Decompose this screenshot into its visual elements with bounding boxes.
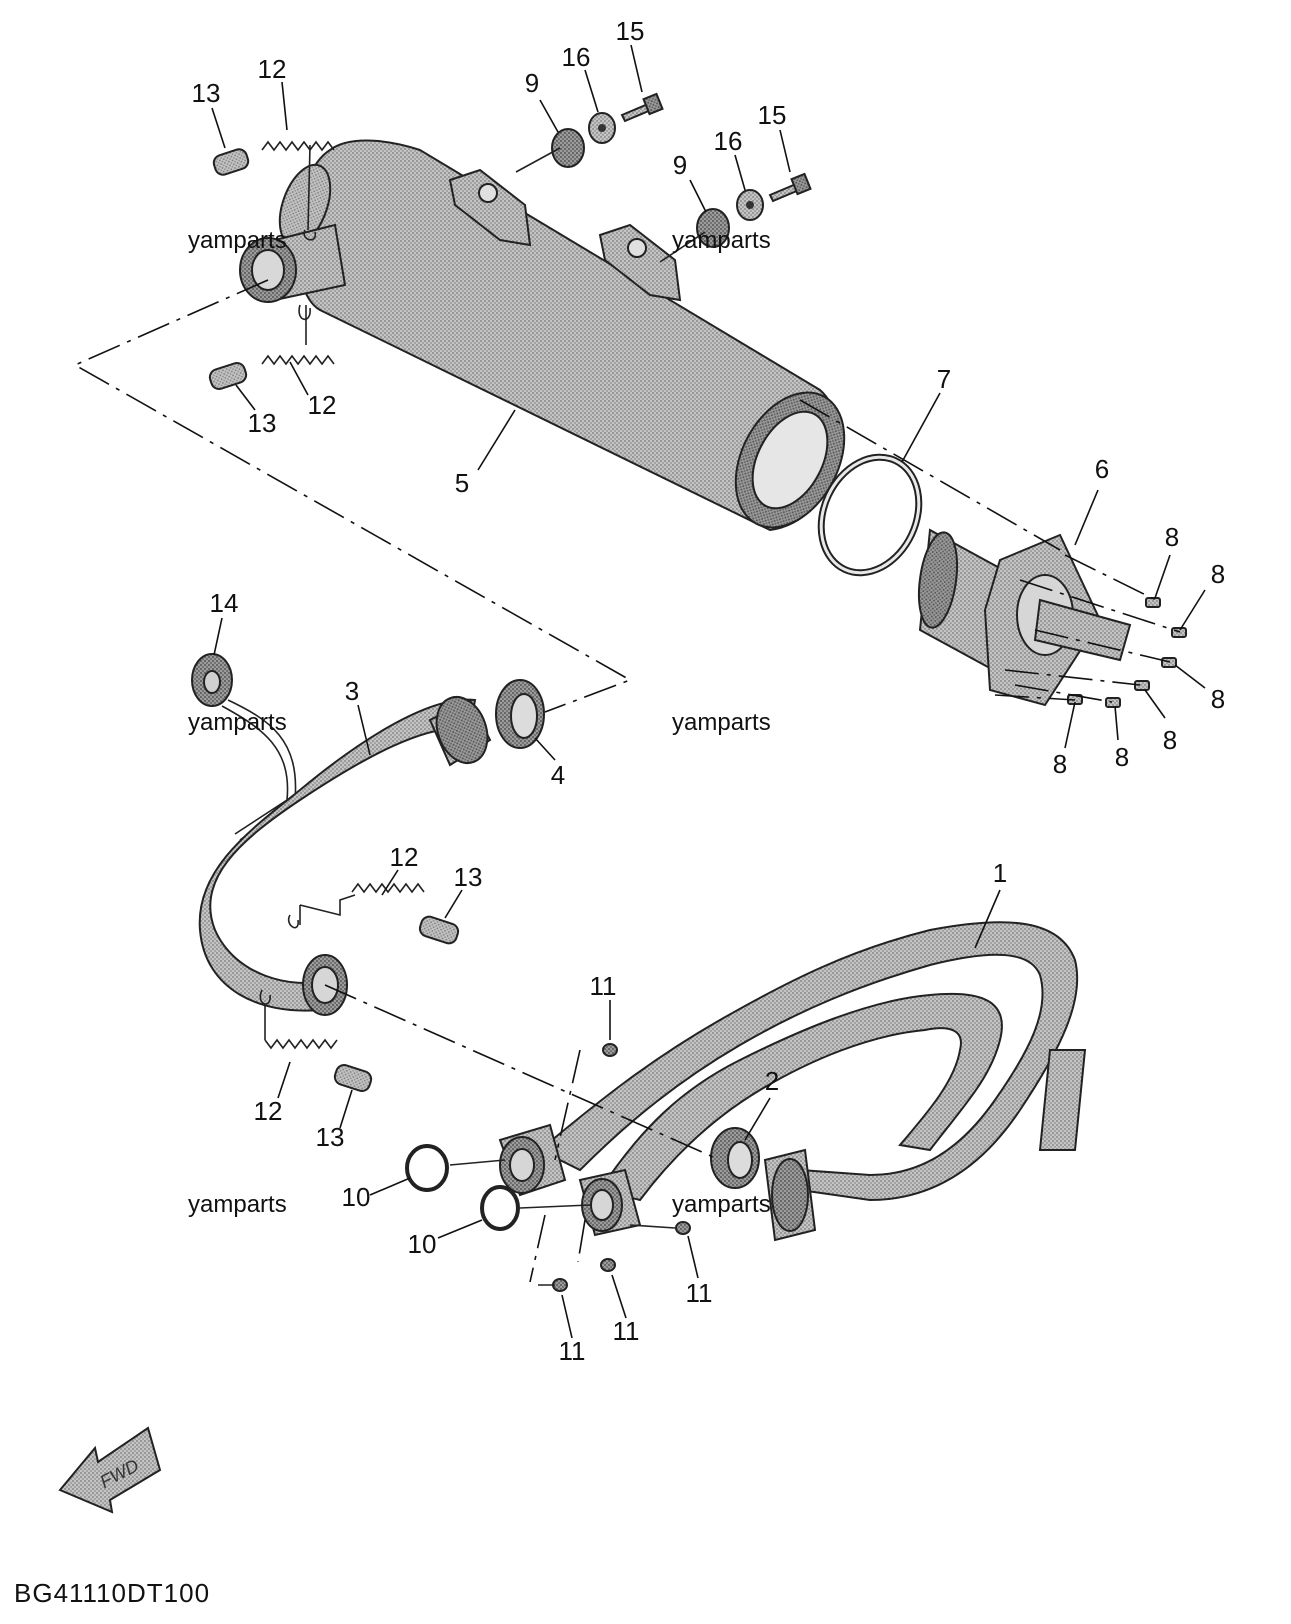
callout-15a: 15 [616,16,645,46]
callout-10a: 10 [342,1182,371,1212]
sleeve-13d [333,1064,373,1092]
ring-2 [710,1127,760,1189]
bolts-8 [1067,597,1187,708]
callout-12a: 12 [258,54,287,84]
sleeve-13c [418,915,460,945]
watermark-1: yamparts [188,227,287,254]
muffler [239,139,846,532]
washer-16a [588,112,616,144]
callout-9b: 9 [673,150,687,180]
callout-16a: 16 [562,42,591,72]
callout-8e: 8 [1115,742,1129,772]
watermarks: yamparts yamparts yamparts yamparts yamp… [188,227,771,1218]
sleeve-13b [208,362,248,390]
callout-15b: 15 [758,100,787,130]
callout-11b: 11 [686,1278,713,1308]
forward-arrow: FWD [58,1426,162,1514]
callout-11c: 11 [613,1316,640,1346]
bracket-14 [191,653,297,841]
callout-9a: 9 [525,68,539,98]
damper-9b [696,208,730,248]
callout-8a: 8 [1165,522,1179,552]
washer-16b [736,189,764,221]
watermark-3: yamparts [188,709,287,736]
diagram-code: BG41110DT100 [14,1578,210,1608]
callout-8f: 8 [1053,749,1067,779]
gasket-7 [817,453,923,577]
center-lines [73,144,1181,1286]
watermark-2: yamparts [672,227,771,254]
damper-9a [551,128,585,168]
callout-2: 2 [765,1066,779,1096]
callout-8c: 8 [1211,684,1225,714]
callout-12d: 12 [254,1096,283,1126]
tail-pipe [917,528,1132,707]
callout-5: 5 [455,468,469,498]
spring-12c [351,882,425,894]
bolt-15a [620,92,664,123]
spring-12b [261,354,335,366]
callout-11a: 11 [590,971,617,1001]
callout-16b: 16 [714,126,743,156]
ring-4 [495,679,545,749]
callout-7: 7 [937,364,951,394]
spring-12d [264,1038,338,1050]
watermark-5: yamparts [188,1191,287,1218]
callout-13d: 13 [316,1122,345,1152]
callout-12b: 12 [308,390,337,420]
callout-14: 14 [210,588,239,618]
bolt-15b [768,172,812,203]
callout-10b: 10 [408,1229,437,1259]
callout-8d: 8 [1163,725,1177,755]
nuts-11 [552,1043,691,1292]
callout-11d: 11 [559,1336,586,1366]
callout-8b: 8 [1211,559,1225,589]
pipe-3 [198,696,492,1016]
callout-13a: 13 [192,78,221,108]
spring-12a [261,140,335,152]
gasket-10a [405,1144,449,1192]
gasket-10b [480,1185,520,1231]
callouts: 1 2 3 4 5 6 7 8 8 8 8 8 8 9 9 10 10 11 1… [192,16,1226,1366]
callout-4: 4 [551,760,565,790]
callout-13c: 13 [454,862,483,892]
callout-13b: 13 [248,408,277,438]
watermark-6: yamparts [672,1191,771,1218]
sleeve-13a [212,148,250,176]
callout-12c: 12 [390,842,419,872]
callout-1: 1 [993,858,1007,888]
callout-6: 6 [1095,454,1109,484]
watermark-4: yamparts [672,709,771,736]
callout-3: 3 [345,676,359,706]
leader-lines [211,44,1206,1339]
pipe-1 [498,921,1087,1242]
